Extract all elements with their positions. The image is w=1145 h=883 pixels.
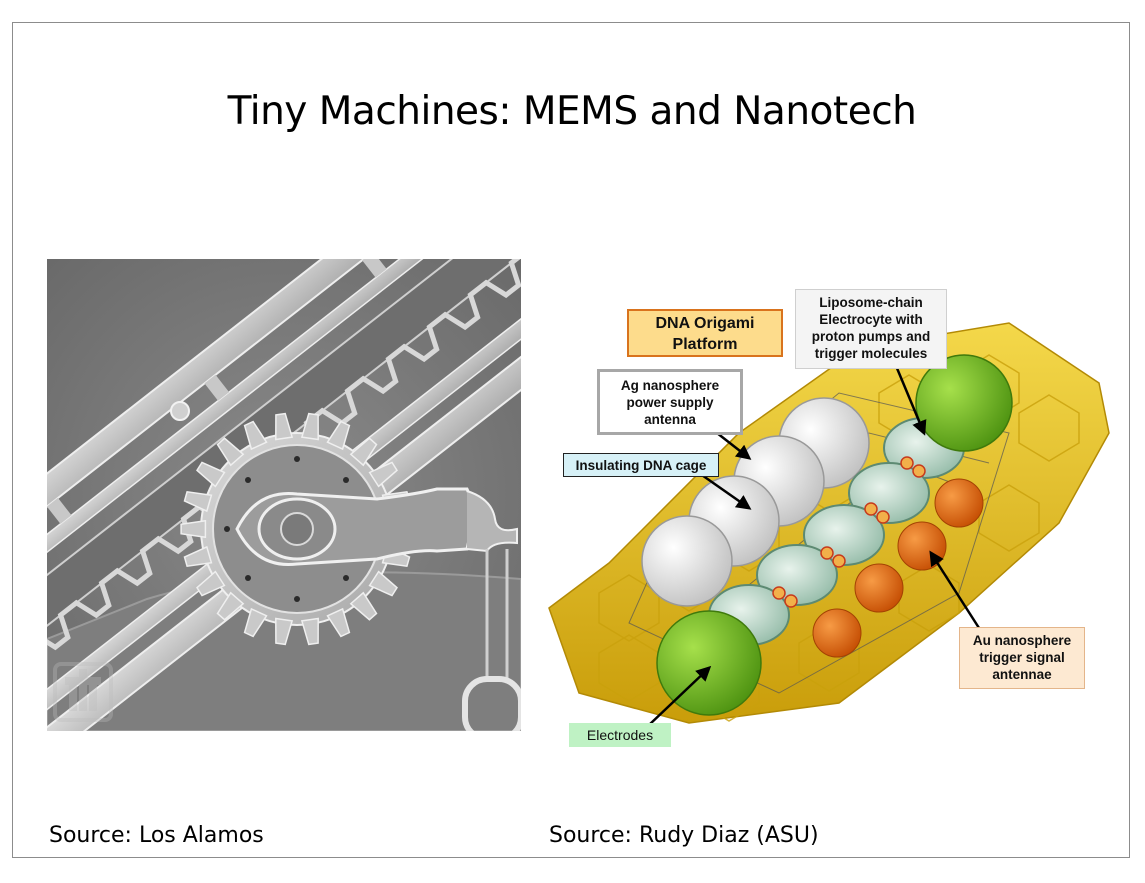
label-electrodes: Electrodes: [569, 723, 671, 747]
gear-tooth: [275, 412, 294, 441]
gear-tooth: [216, 437, 245, 467]
gear-tooth: [368, 570, 398, 597]
gear-tooth: [216, 591, 245, 621]
source-right: Source: Rudy Diaz (ASU): [549, 823, 819, 848]
slide: Tiny Machines: MEMS and Nanotech: [12, 22, 1130, 858]
gear-tooth: [326, 607, 351, 638]
gear-tooth: [275, 617, 294, 646]
gear-tooth: [349, 591, 378, 621]
gear-tooth: [196, 461, 226, 488]
label-insulating-dna-cage: Insulating DNA cage: [563, 453, 719, 477]
gear-tooth: [300, 617, 319, 646]
label-au-nanosphere: Au nanosphere trigger signal antennae: [959, 627, 1085, 689]
label-ag-nanosphere: Ag nanosphere power supply antenna: [597, 369, 743, 435]
sandia-logo-icon: [53, 662, 113, 722]
gear-tooth: [183, 490, 213, 513]
gear-tooth: [300, 412, 319, 441]
gear-tooth: [180, 519, 207, 539]
gear-tooth: [349, 437, 378, 467]
gear-tooth: [183, 545, 213, 568]
gear-tooth: [326, 420, 351, 451]
source-left: Source: Los Alamos: [49, 823, 264, 848]
dna-origami-diagram: DNA Origami Platform Liposome-chain Elec…: [539, 263, 1119, 747]
gear-tooth: [196, 570, 226, 597]
gear-tooth: [243, 420, 268, 451]
mems-gear-photo: [47, 259, 521, 731]
label-liposome-chain: Liposome-chain Electrocyte with proton p…: [795, 289, 947, 369]
slide-title: Tiny Machines: MEMS and Nanotech: [227, 89, 917, 134]
gear-tooth: [243, 607, 268, 638]
label-dna-origami-platform: DNA Origami Platform: [627, 309, 783, 357]
gear-tooth: [368, 461, 398, 488]
